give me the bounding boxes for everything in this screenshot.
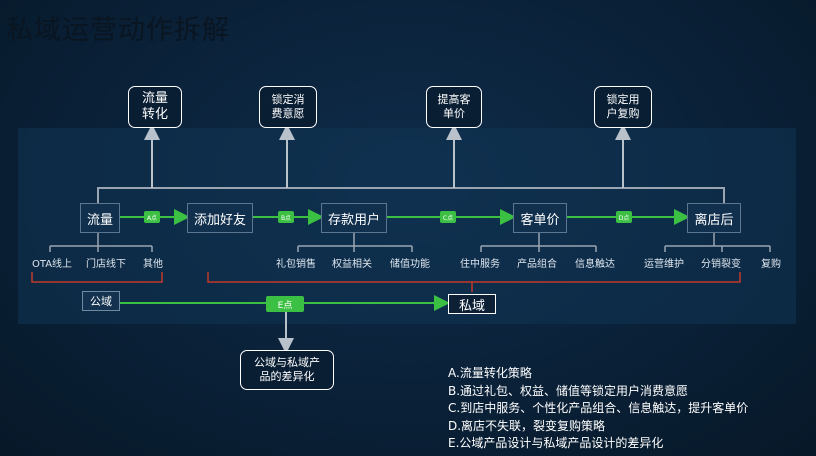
- sub-item: 储值功能: [390, 259, 430, 270]
- tag-c: C点: [440, 211, 456, 223]
- note-item: A.流量转化策略: [448, 366, 532, 380]
- node-deposit-user: 存款用户: [321, 203, 387, 233]
- tag-a: A点: [144, 211, 160, 223]
- sub-item: 权益相关: [332, 259, 372, 270]
- private-domain-box: 私域: [448, 294, 496, 314]
- sub-item: 分销裂变: [701, 259, 741, 270]
- diff-box: 公域与私域产品的差异化: [240, 350, 334, 390]
- node-add-friend: 添加好友: [187, 203, 253, 233]
- goal-box-lock-consumption: 锁定消费意愿: [259, 86, 317, 128]
- note-item: C.到店中服务、个性化产品组合、信息触达，提升客单价: [448, 401, 749, 415]
- sub-item: 产品组合: [517, 259, 557, 270]
- sub-item: 礼包销售: [276, 259, 316, 270]
- goal-box-traffic: 流量转化: [128, 86, 182, 128]
- sub-item: 信息触达: [575, 259, 615, 270]
- note-item: E.公域产品设计与私域产品设计的差异化: [448, 436, 664, 450]
- tag-d: D点: [616, 211, 632, 223]
- goal-box-repurchase: 锁定用户复购: [594, 86, 652, 128]
- diagram-band: [18, 128, 796, 324]
- sub-item: 复购: [761, 259, 781, 270]
- node-order-value: 客单价: [513, 203, 567, 233]
- page-title: 私域运营动作拆解: [6, 15, 230, 46]
- public-bracket: [31, 272, 163, 283]
- node-traffic: 流量: [80, 203, 120, 233]
- sub-item: 门店线下: [86, 259, 126, 270]
- tag-e: E点: [266, 296, 304, 312]
- sub-item: OTA线上: [32, 259, 73, 270]
- notes-list: A.流量转化策略 B.通过礼包、权益、储值等锁定用户消费意愿 C.到店中服务、个…: [448, 365, 748, 453]
- tag-b: B点: [278, 211, 294, 223]
- sub-item: 运营维护: [644, 259, 684, 270]
- sub-item: 住中服务: [460, 259, 500, 270]
- node-after-checkout: 离店后: [687, 203, 741, 233]
- goal-box-raise-price: 提高客单价: [426, 86, 482, 128]
- note-item: D.离店不失联，裂变复购策略: [448, 418, 606, 433]
- sub-item: 其他: [143, 259, 163, 270]
- public-domain-box: 公域: [82, 291, 120, 311]
- top-connector: [97, 187, 725, 205]
- private-bracket: [207, 272, 741, 283]
- note-item: B.通过礼包、权益、储值等锁定用户消费意愿: [448, 383, 689, 398]
